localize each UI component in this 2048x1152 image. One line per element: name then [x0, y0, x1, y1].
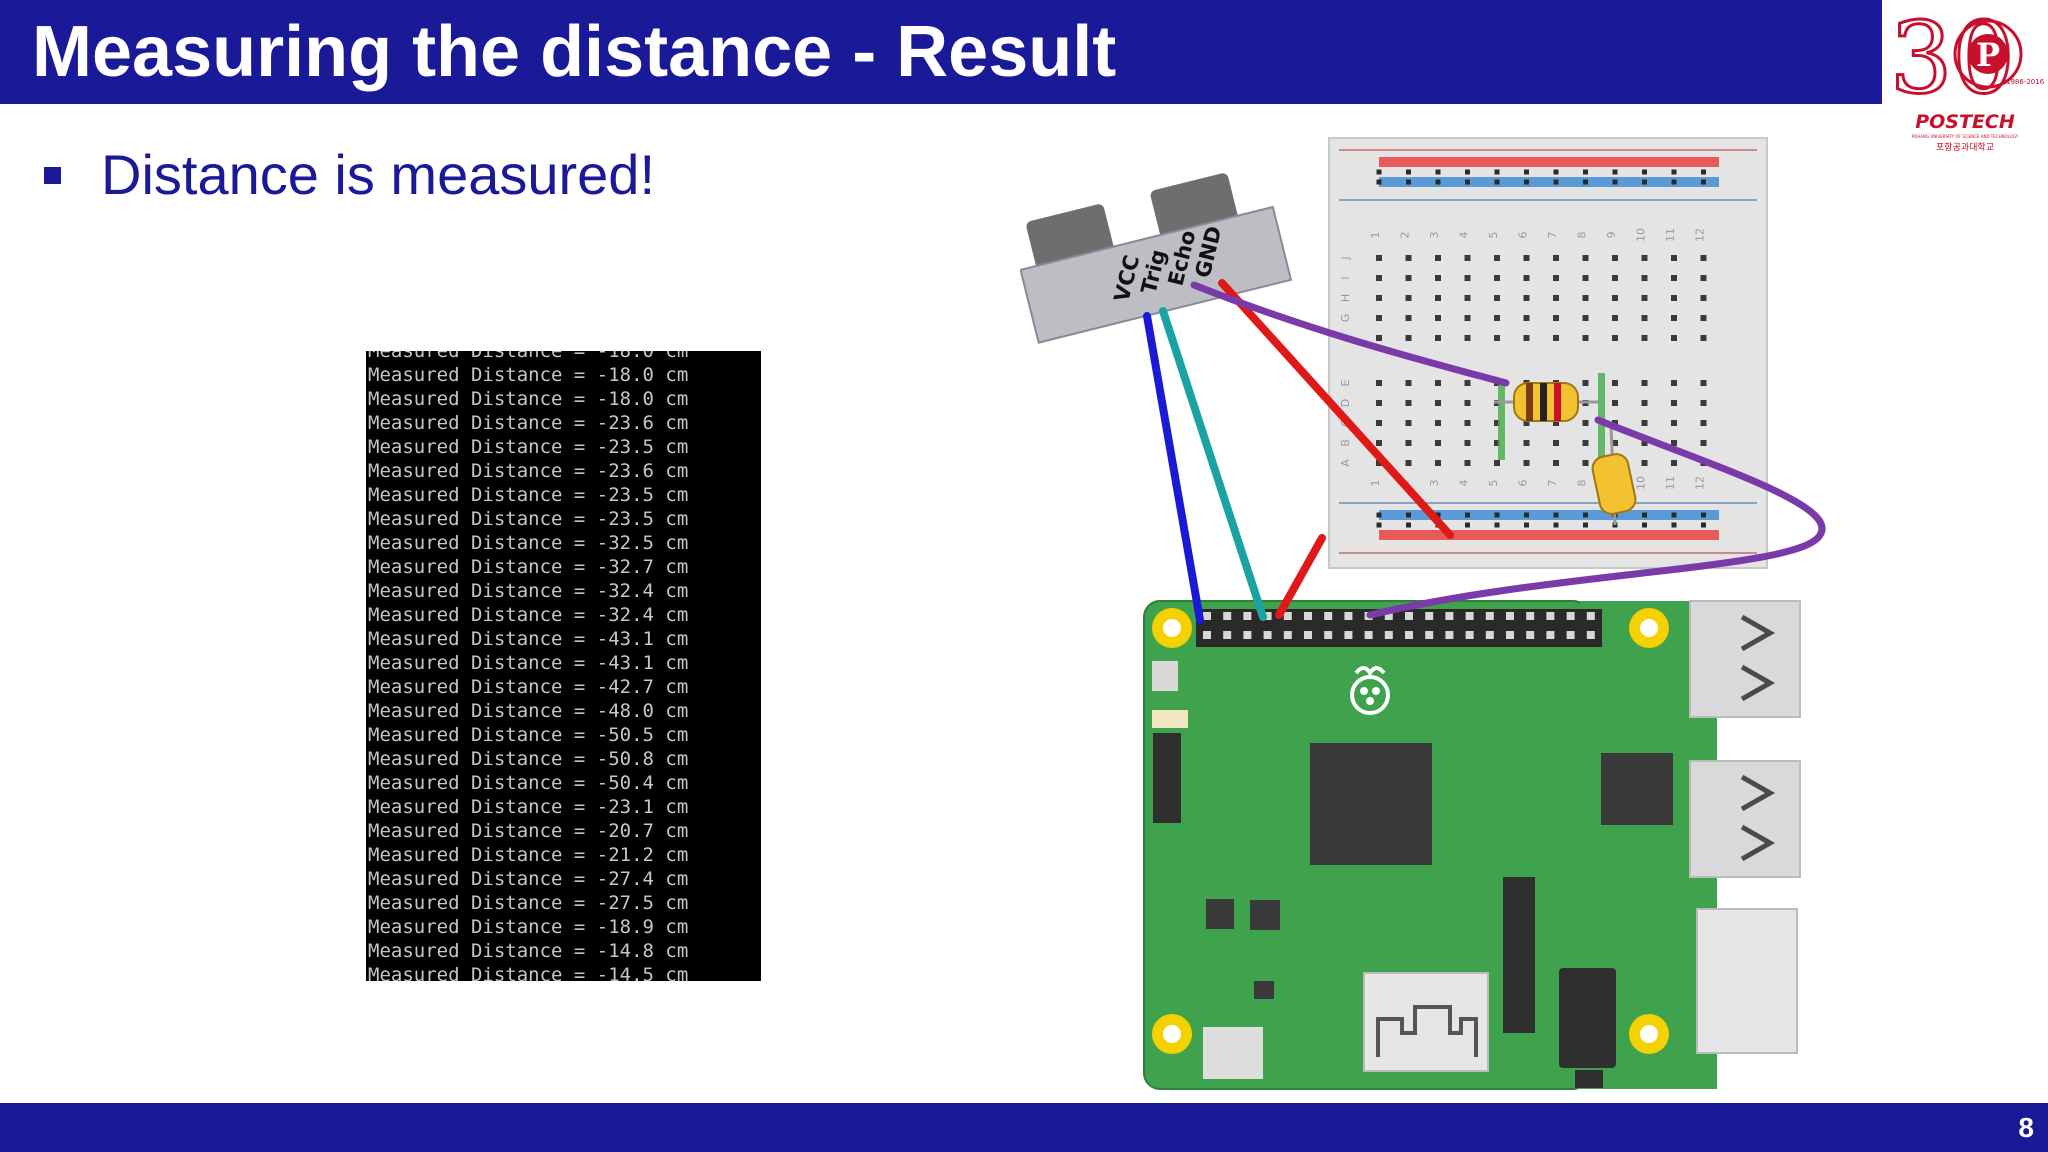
terminal-line: Measured Distance = -23.5 cm — [368, 484, 689, 506]
breadboard-column-label: 6 — [1517, 480, 1530, 487]
terminal-line: Measured Distance = -18.9 cm — [368, 916, 689, 938]
wires — [1143, 279, 1826, 624]
terminal-line: Measured Distance = -43.1 cm — [368, 652, 689, 674]
gpio-header — [1203, 612, 1595, 639]
terminal-line: Measured Distance = -14.5 cm — [368, 964, 689, 981]
terminal-line: Measured Distance = -27.5 cm — [368, 892, 689, 914]
ultrasonic-sensor-icon — [1020, 173, 1293, 344]
terminal-line: Measured Distance = -42.7 cm — [368, 676, 689, 698]
breadboard-row-label: G — [1339, 314, 1352, 323]
circuit-diagram: 112233445566778899101011111212 JIHGFEDCB… — [1020, 137, 1826, 1090]
bullet-text: Distance is measured! — [101, 143, 656, 206]
terminal-line: Measured Distance = -48.0 cm — [368, 700, 689, 722]
terminal-line: Measured Distance = -23.6 cm — [368, 412, 689, 434]
terminal-line: Measured Distance = -32.4 cm — [368, 604, 689, 626]
breadboard-column-label: 2 — [1399, 232, 1412, 239]
breadboard-column-labels: 112233445566778899101011111212 — [1369, 228, 1707, 490]
breadboard-column-label: 7 — [1546, 232, 1559, 239]
footer-bar: 8 — [0, 1103, 2048, 1152]
bullet-item: Distance is measured! — [44, 140, 655, 210]
terminal-line: Measured Distance = -20.7 cm — [368, 820, 689, 842]
breadboard-column-label: 11 — [1664, 228, 1677, 242]
breadboard-column-label: 1 — [1369, 232, 1382, 239]
logo-years: 1986-2016 — [2006, 78, 2045, 86]
trig-wire — [1159, 307, 1267, 621]
slide-title: Measuring the distance - Result — [32, 12, 1117, 92]
gnd-wire — [1275, 534, 1326, 619]
breadboard-row-label: H — [1339, 294, 1352, 302]
gnd-wire — [1218, 279, 1454, 539]
raspberry-pi-board-icon — [1143, 600, 1801, 1090]
breadboard-column-label: 9 — [1605, 232, 1618, 239]
breadboard-icon: 112233445566778899101011111212 JIHGFEDCB… — [1328, 137, 1768, 569]
breadboard-column-label: 4 — [1458, 232, 1471, 239]
breadboard-column-label: 7 — [1546, 480, 1559, 487]
resistor-icon — [1494, 382, 1598, 422]
terminal-line: Measured Distance = -32.5 cm — [368, 532, 689, 554]
terminal-line: Measured Distance = -32.7 cm — [368, 556, 689, 578]
breadboard-column-label: 4 — [1458, 480, 1471, 487]
breadboard-column-label: 12 — [1694, 476, 1707, 490]
breadboard-holes — [1376, 169, 1707, 528]
terminal-line: Measured Distance = -43.1 cm — [368, 628, 689, 650]
terminal-line: Measured Distance = -14.8 cm — [368, 940, 689, 962]
logo-korean-name: 포항공과대학교 — [1936, 142, 1994, 153]
resistor-icon — [1591, 424, 1637, 526]
raspberry-pi-logo-icon — [1350, 666, 1390, 715]
page-number: 8 — [2018, 1112, 2034, 1143]
breadboard-column-label: 11 — [1664, 476, 1677, 490]
breadboard-column-label: 5 — [1487, 232, 1500, 239]
terminal-line: Measured Distance = -21.2 cm — [368, 844, 689, 866]
breadboard-row-label: J — [1339, 256, 1352, 260]
vcc-wire — [1143, 312, 1204, 624]
breadboard-row-label: A — [1339, 459, 1352, 467]
echo-wire — [1366, 416, 1826, 619]
postech-logo-icon: 30 P 1986-2016 POSTECH POHANG UNIVERSITY… — [1882, 0, 2048, 160]
breadboard-column-label: 5 — [1487, 480, 1500, 487]
terminal-line: Measured Distance = -23.5 cm — [368, 508, 689, 530]
logo-tagline: POHANG UNIVERSITY OF SCIENCE AND TECHNOL… — [1912, 134, 2019, 139]
breadboard-row-label: E — [1339, 379, 1352, 386]
terminal-line: Measured Distance = -50.8 cm — [368, 748, 689, 770]
breadboard-column-label: 6 — [1517, 232, 1530, 239]
terminal-line: Measured Distance = -18.0 cm — [368, 388, 689, 410]
terminal-line: Measured Distance = -23.5 cm — [368, 436, 689, 458]
breadboard-row-label: I — [1339, 276, 1352, 279]
terminal-line: Measured Distance = -27.4 cm — [368, 868, 689, 890]
terminal-line: Measured Distance = -23.1 cm — [368, 796, 689, 818]
breadboard-column-label: 12 — [1694, 228, 1707, 242]
breadboard-column-label: 8 — [1576, 480, 1589, 487]
terminal-line: Measured Distance = -18.0 cm — [368, 364, 689, 386]
breadboard-column-label: 8 — [1576, 232, 1589, 239]
title-bar: Measuring the distance - Result — [0, 0, 1882, 104]
terminal-line: Measured Distance = -23.6 cm — [368, 460, 689, 482]
logo-monogram: P — [1976, 36, 2000, 74]
logo-wordmark: POSTECH — [1915, 111, 2015, 133]
breadboard-column-label: 10 — [1635, 476, 1648, 490]
echo-wire — [1190, 281, 1510, 387]
breadboard-column-label: 3 — [1428, 480, 1441, 487]
square-bullet-icon — [44, 166, 61, 184]
terminal-line: Measured Distance = -50.5 cm — [368, 724, 689, 746]
terminal-line: Measured Distance = -50.4 cm — [368, 772, 689, 794]
terminal-line: Measured Distance = -18.0 cm — [368, 351, 689, 362]
breadboard-row-label: B — [1339, 439, 1352, 447]
breadboard-row-label: D — [1339, 399, 1352, 407]
breadboard-column-label: 3 — [1428, 232, 1441, 239]
breadboard-column-label: 10 — [1635, 228, 1648, 242]
breadboard-column-label: 1 — [1369, 480, 1382, 487]
terminal-line: Measured Distance = -32.4 cm — [368, 580, 689, 602]
